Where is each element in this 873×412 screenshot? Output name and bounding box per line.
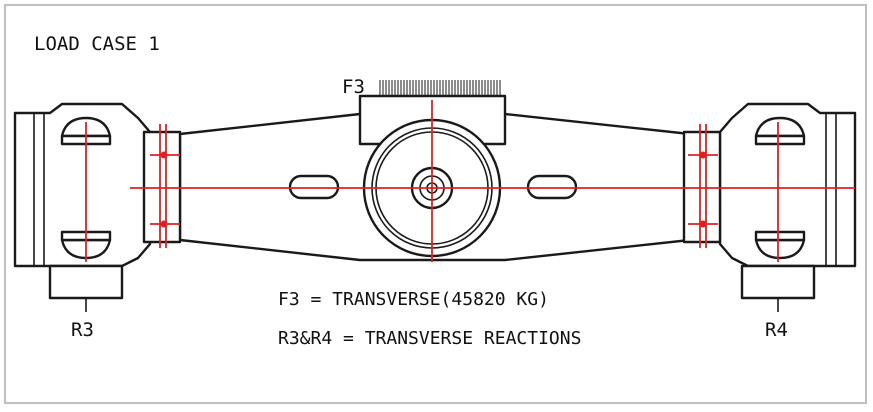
diagram-title: LOAD CASE 1 (34, 33, 160, 55)
equation-f3: F3 = TRANSVERSE(45820 KG) (278, 289, 549, 310)
load-hatch (379, 80, 501, 95)
right-spring-top (754, 116, 806, 138)
right-bolt-bottom (699, 220, 707, 228)
right-bolt-top (699, 151, 707, 159)
left-slot (288, 174, 340, 200)
left-bolt-bottom (160, 220, 168, 228)
left-base-block (48, 264, 124, 300)
right-slot (526, 174, 578, 200)
reaction-label-r4: R4 (765, 319, 788, 341)
right-spring-bottom-base (754, 230, 806, 242)
reaction-label-r3: R3 (71, 319, 94, 341)
force-label-f3: F3 (342, 76, 365, 98)
right-base-block (740, 264, 816, 300)
equation-reactions: R3&R4 = TRANSVERSE REACTIONS (278, 328, 581, 349)
right-spring-top-base (754, 134, 806, 146)
left-bolt-top (160, 151, 168, 159)
right-spring-bottom (754, 238, 806, 260)
